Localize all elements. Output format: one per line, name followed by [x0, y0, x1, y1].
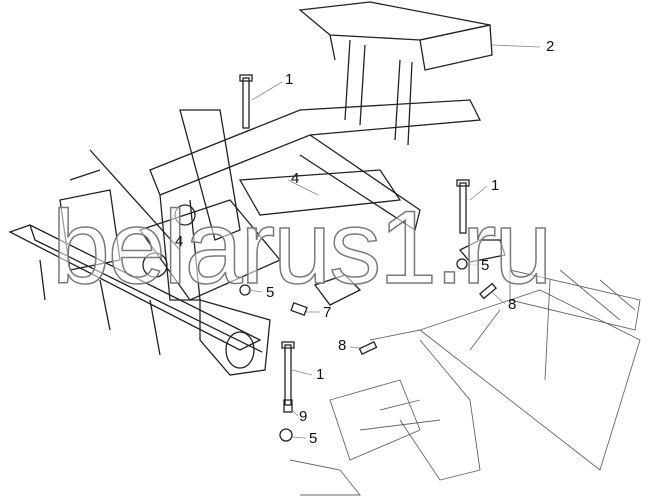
callout-9: 9 [299, 408, 308, 425]
callout-4: 4 [291, 170, 300, 187]
main-frame [8, 99, 482, 376]
callout-4: 4 [175, 233, 184, 250]
callout-8: 8 [338, 337, 347, 354]
callout-1: 1 [491, 177, 500, 194]
callout-7: 7 [323, 304, 332, 321]
lower-frame [289, 269, 641, 496]
callout-8: 8 [508, 296, 517, 313]
leader-lines [247, 44, 541, 439]
small-parts [239, 74, 506, 442]
rear-bracket [298, 1, 493, 146]
callout-1: 1 [285, 71, 294, 88]
callout-5: 5 [481, 257, 490, 274]
callout-5: 5 [266, 284, 275, 301]
callout-1: 1 [316, 366, 325, 383]
callout-5: 5 [309, 430, 318, 447]
watermark: belarus1.ru [51, 190, 553, 306]
callout-2: 2 [546, 38, 555, 55]
